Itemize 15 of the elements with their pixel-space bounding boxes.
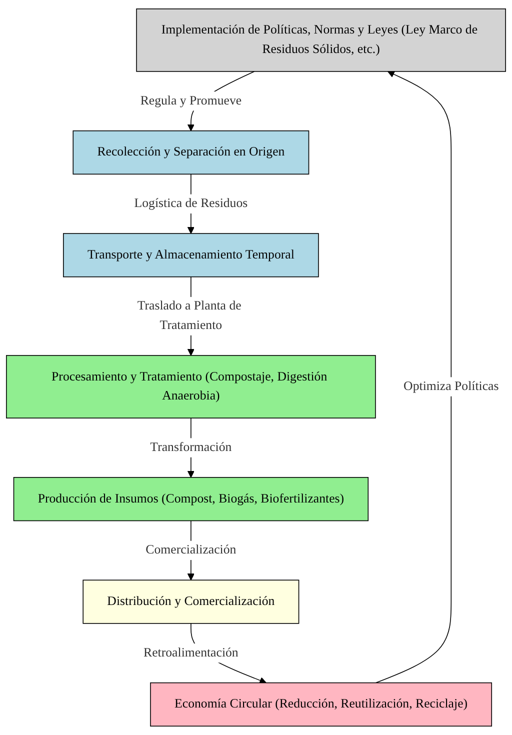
edge-label: Transformación: [150, 440, 232, 454]
edge-label: Traslado a Planta de Tratamiento: [137, 299, 242, 332]
arrow: [376, 70, 452, 684]
node-box: Distribución y Comercialización: [82, 580, 300, 624]
edge-label: Logística de Residuos: [134, 196, 248, 210]
node-box: Implementación de Políticas, Normas y Leyes (Ley Marco de Residuos Sólidos, etc.): [136, 8, 506, 72]
edge-label: Optimiza Políticas: [404, 380, 499, 394]
edge-label: Comercialización: [146, 543, 236, 557]
edge-label: Regula y Promueve: [140, 94, 242, 108]
node-box: Producción de Insumos (Compost, Biogás, Biofertilizantes): [13, 477, 369, 522]
node-box: Transporte y Almacenamiento Temporal: [63, 233, 319, 278]
node-box: Procesamiento y Tratamiento (Compostaje, Digestión Anaerobia): [6, 355, 376, 418]
node-box: Recolección y Separación en Origen: [72, 130, 310, 175]
node-box: Economía Circular (Reducción, Reutilización, Reciclaje): [150, 682, 492, 727]
edge-label: Retroalimentación: [144, 646, 238, 660]
